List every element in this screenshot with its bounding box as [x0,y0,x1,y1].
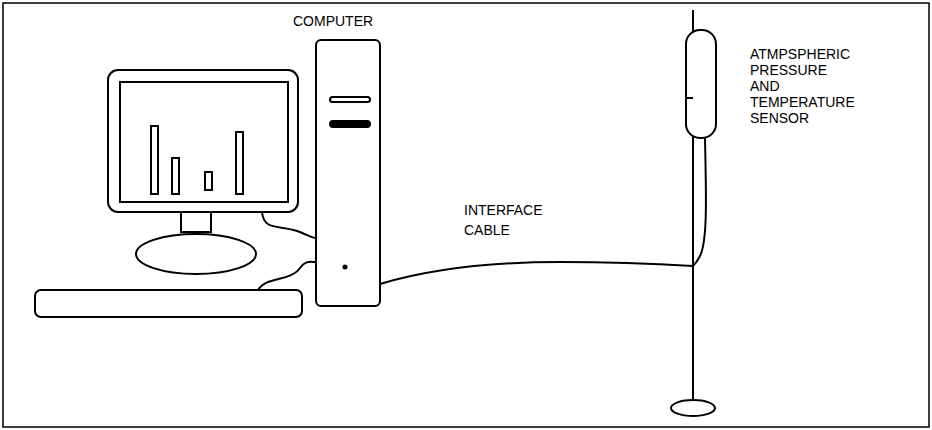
sensor-cable [693,138,706,266]
sensor-clamp [686,97,693,99]
keyboard [35,290,302,317]
drive-slot [330,121,370,127]
cable-label: INTERFACE CABLE [464,200,614,240]
chart-bar [205,172,212,190]
drive-slot [330,97,370,102]
computer-tower [316,40,380,306]
monitor-neck [181,212,211,232]
pole-base [671,400,715,416]
sensor [686,30,716,138]
power-led [343,265,348,270]
monitor-base [136,234,256,274]
monitor-screen [120,82,288,202]
frame [3,3,929,427]
chart-bar [172,158,179,194]
sensor-label: ATMPSPHERIC PRESSURE AND TEMPERATURE SEN… [750,46,900,126]
computer-label: COMPUTER [293,12,453,30]
keyboard-cable [258,262,316,290]
chart-bar [236,132,243,194]
interface-cable [380,262,693,284]
monitor-cable [262,212,316,238]
monitor [108,70,298,212]
chart-bar [151,126,158,194]
